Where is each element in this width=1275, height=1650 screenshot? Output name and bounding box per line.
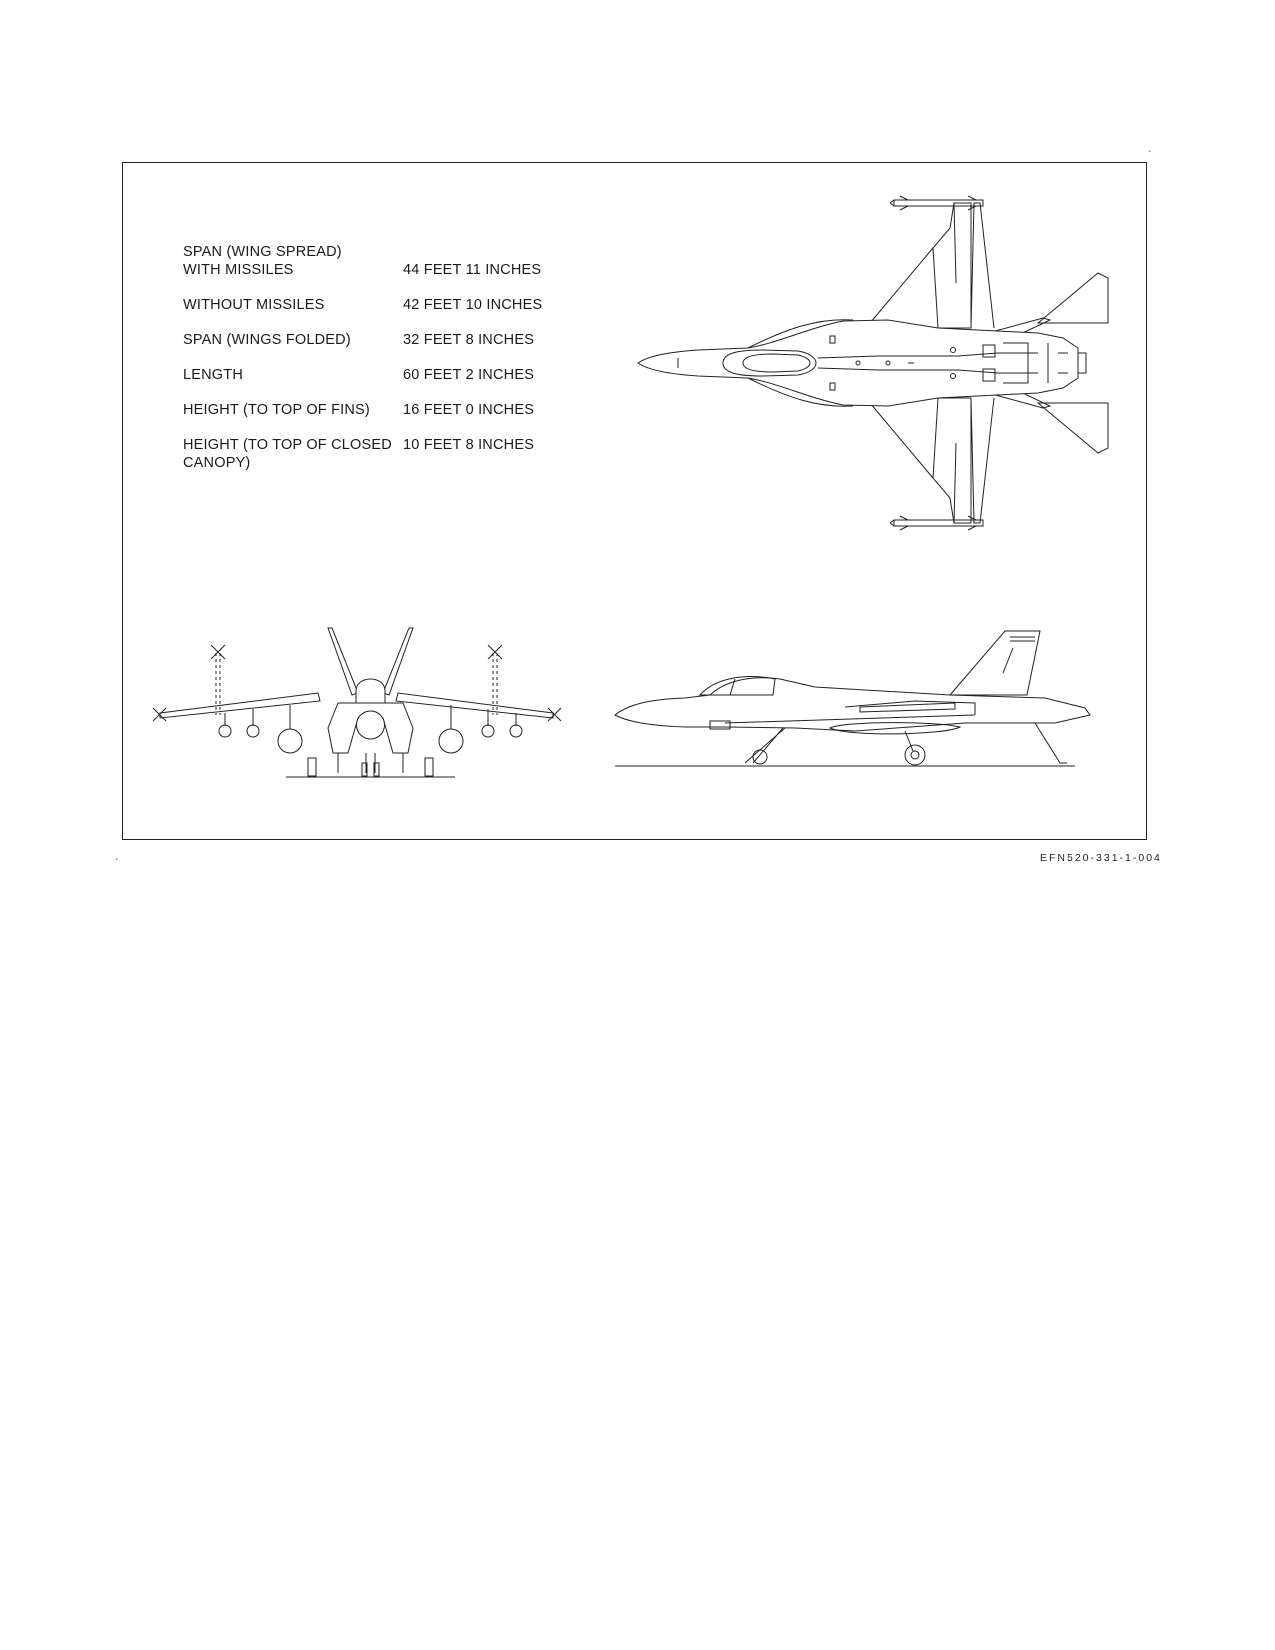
dimension-label: HEIGHT (TO TOP OF FINS) [183,402,370,418]
aircraft-top-view [638,178,1143,543]
fastener [951,374,956,379]
store [219,725,231,737]
wing-lower [933,398,971,523]
dimension-value: 32 FEET 8 INCHES [403,332,535,348]
fuel-tank [439,729,463,753]
store [482,725,494,737]
fuselage [638,320,1078,406]
wheel [362,763,367,776]
canopy-front [356,679,385,703]
missile-lower [890,516,983,530]
external-tank [830,723,960,734]
fastener [951,348,956,353]
canopy-side [700,677,775,695]
dimension-value: 16 FEET 0 INCHES [403,402,535,418]
figure-frame: SPAN (WING SPREAD) WITH MISSILES 44 FEET… [122,162,1147,840]
radome [357,711,385,739]
scan-mark-bottom: ` [115,858,119,869]
canopy-frame [743,354,810,372]
stabilizer-upper [1038,273,1108,323]
panel-hatch [830,383,835,390]
fastener [856,361,860,365]
store [247,725,259,737]
wingtip-missile-left [153,708,166,721]
dimension-row: WITHOUT MISSILES 42 FEET 10 INCHES [183,296,542,314]
canopy-frame-side [730,679,735,695]
lex-side [725,701,975,723]
wingtip-missile-right [548,708,561,721]
folded-wing-right [493,653,497,715]
wheel [374,763,379,776]
dimension-value: 44 FEET 11 INCHES [403,262,542,278]
dimension-value: 42 FEET 10 INCHES [403,297,543,313]
nose-wheel [753,750,767,764]
main-gear [905,731,913,751]
engine-detail [1003,343,1068,383]
aircraft-front-view [148,623,568,783]
vertical-tail [950,631,1040,695]
fastener [886,361,890,365]
dimension-label: SPAN (WINGS FOLDED) [183,332,351,348]
dimension-row: HEIGHT (TO TOP OF FINS) 16 FEET 0 INCHES [183,401,542,419]
fin-left [328,628,358,695]
dimension-table: SPAN (WING SPREAD) WITH MISSILES 44 FEET… [183,243,542,489]
nozzle [1078,353,1086,373]
engine-bay [983,345,995,357]
dimension-value: 60 FEET 2 INCHES [403,367,535,383]
wheel [308,758,316,776]
dimension-row: LENGTH 60 FEET 2 INCHES [183,366,542,384]
fuselage-side [615,678,1090,731]
dimension-value: 10 FEET 8 INCHES [403,437,535,453]
wing-root-lower [870,403,956,523]
missile-upper [890,196,983,210]
stabilizer-lower [1038,403,1108,453]
wing-fold-lower [971,398,994,523]
fuel-tank [278,729,302,753]
main-wheel-hub [911,751,919,759]
folded-missile [211,645,502,659]
lex [748,320,853,407]
wing-right [396,693,553,718]
fin-right [383,628,413,695]
wing-root-upper [870,203,956,323]
landing-gear [338,753,403,773]
tail-hook [1035,723,1067,763]
dimension-label: LENGTH [183,367,244,383]
wing-fold-upper [971,203,994,328]
dimension-label: WITHOUT MISSILES [183,297,325,313]
store [510,725,522,737]
aircraft-side-view [615,623,1110,773]
gun-port [710,721,730,729]
dimension-row: SPAN (WING SPREAD) WITH MISSILES 44 FEET… [183,243,542,279]
dimension-label: SPAN (WING SPREAD) WITH MISSILES [183,244,342,278]
dimension-row: SPAN (WINGS FOLDED) 32 FEET 8 INCHES [183,331,542,349]
wheel [425,758,433,776]
tail-detail [1003,637,1035,673]
panel-hatch [830,336,835,343]
dimension-row: HEIGHT (TO TOP OF CLOSED CANOPY) 10 FEET… [183,436,542,472]
nose-gear [745,728,785,763]
wing-left [160,693,320,718]
dimension-label: HEIGHT (TO TOP OF CLOSED CANOPY) [183,437,392,471]
folded-wing-left [216,653,220,715]
canopy [723,350,816,376]
figure-id: EFN520-331-1-004 [1040,852,1162,864]
scan-mark-top: ` [1148,150,1152,161]
wing-upper [933,203,971,328]
engine-bay [983,369,995,381]
missile-side [860,703,955,712]
main-wheel [905,745,925,765]
panel-lines [678,353,1038,373]
